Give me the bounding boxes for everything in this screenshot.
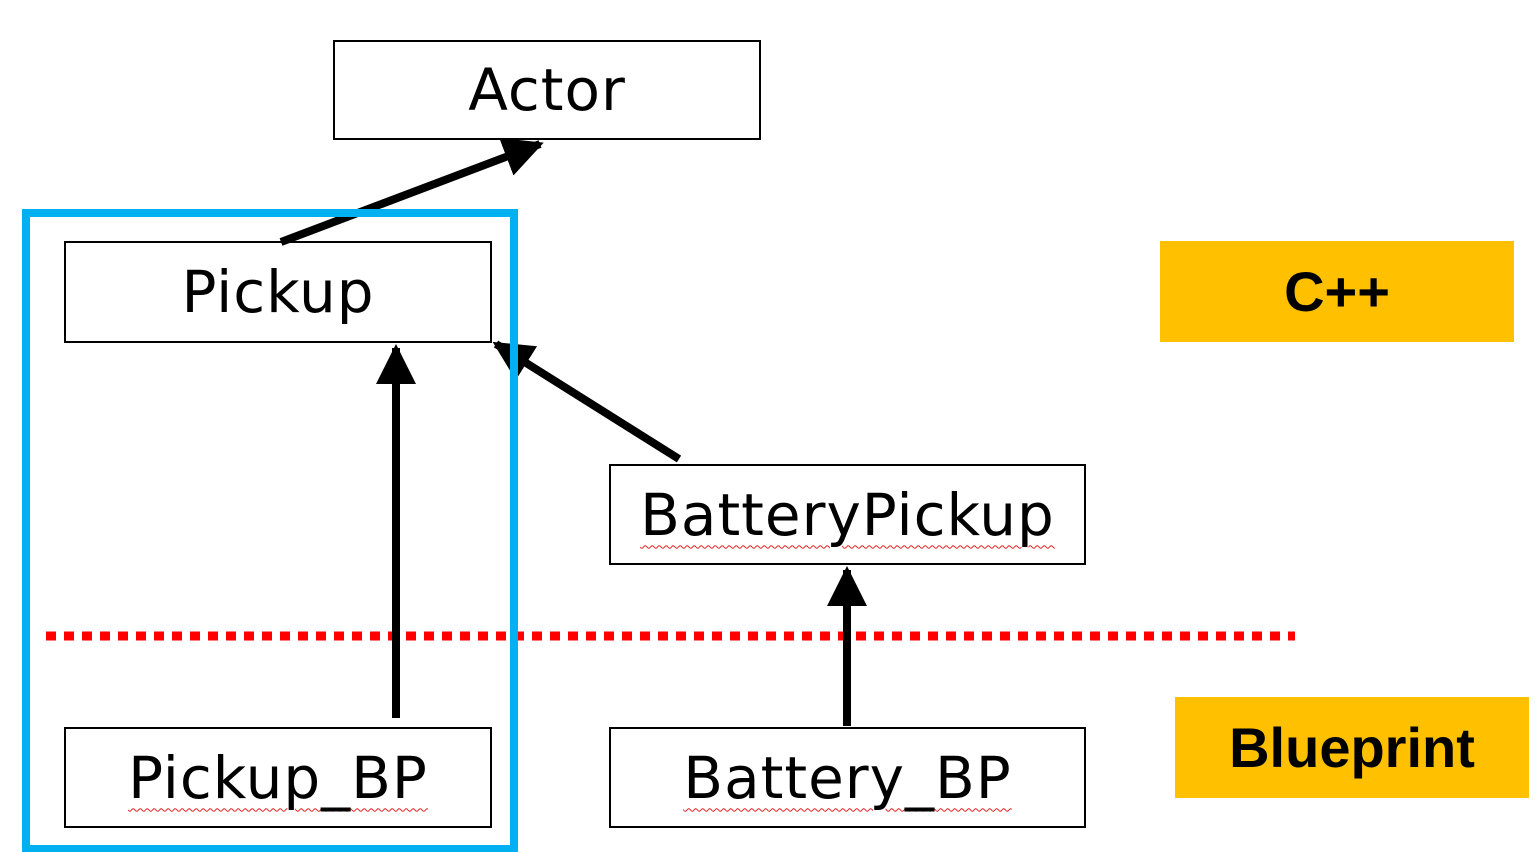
pickup-highlight-frame: [22, 209, 518, 852]
pickup-node: Pickup: [64, 241, 492, 343]
actor-node-label: Actor: [468, 56, 626, 124]
battery-bp-node-label: Battery_BP: [683, 743, 1012, 812]
cpp-layer-tag: C++: [1160, 241, 1514, 342]
pickup-bp-node: Pickup_BP: [64, 727, 492, 828]
battery-pickup-node-label: BatteryPickup: [640, 480, 1055, 549]
arrow-battery-pickup-to-pickup: [492, 340, 682, 463]
actor-node: Actor: [333, 40, 761, 140]
blueprint-layer-tag: Blueprint: [1175, 697, 1529, 798]
pickup-bp-node-label: Pickup_BP: [128, 743, 428, 812]
battery-bp-node: Battery_BP: [609, 727, 1086, 828]
battery-pickup-node: BatteryPickup: [609, 464, 1086, 565]
cpp-layer-label: C++: [1284, 260, 1390, 323]
arrow-pickup-to-actor: [279, 138, 544, 246]
pickup-node-label: Pickup: [181, 258, 375, 326]
blueprint-layer-label: Blueprint: [1229, 716, 1475, 779]
